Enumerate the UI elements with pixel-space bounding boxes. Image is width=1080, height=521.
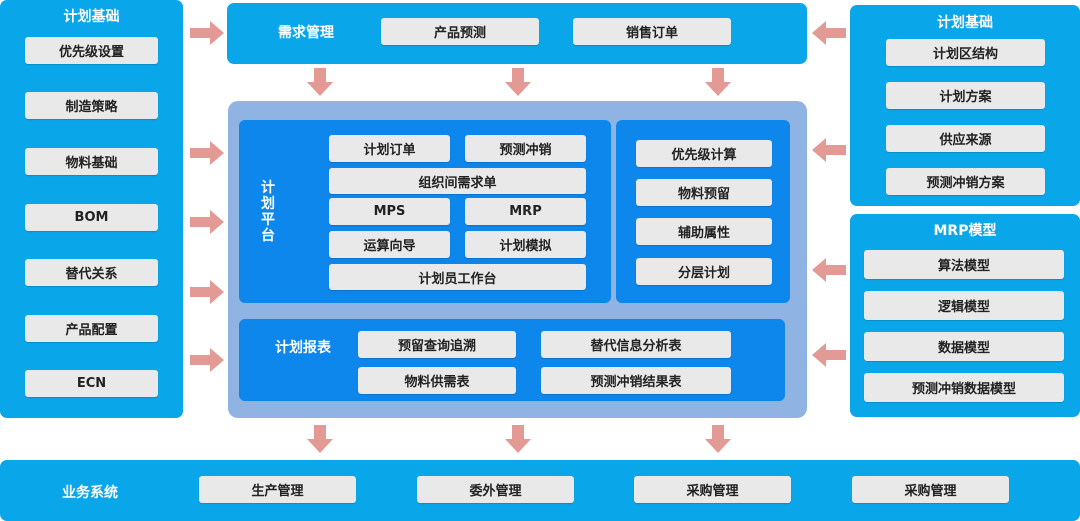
arrow-right-icon <box>190 141 224 165</box>
arrow-left-icon <box>812 21 846 45</box>
bom-box: BOM <box>25 204 158 231</box>
arrow-down-icon <box>505 425 531 453</box>
arrow-right-icon <box>190 210 224 234</box>
panel-title: MRP模型 <box>933 223 997 239</box>
planner-workbench-box: 计划员工作台 <box>329 264 586 290</box>
supply-source-box: 供应来源 <box>886 125 1045 152</box>
plan-order-box: 计划订单 <box>329 135 450 162</box>
arrow-down-icon <box>307 425 333 453</box>
demand-title: 需求管理 <box>278 25 334 41</box>
product-forecast-box: 产品预测 <box>381 18 539 45</box>
mrp-model-panel: MRP模型 算法模型 逻辑模型 数据模型 预测冲销数据模型 <box>850 214 1080 417</box>
forecast-offset-scheme-box: 预测冲销方案 <box>886 168 1045 195</box>
plan-area-structure-box: 计划区结构 <box>886 39 1045 66</box>
right-plan-basis-panel: 计划基础 计划区结构 计划方案 供应来源 预测冲销方案 <box>850 5 1080 206</box>
planning-platform-right: 优先级计算 物料预留 辅助属性 分层计划 <box>616 120 790 303</box>
arrow-right-icon <box>190 280 224 304</box>
purchase-mgmt-box-2: 采购管理 <box>852 476 1009 503</box>
panel-title: 计划基础 <box>63 9 120 25</box>
forecast-offset-result-box: 预测冲销结果表 <box>541 367 731 394</box>
substitution-box: 替代关系 <box>25 259 158 286</box>
forecast-offset-data-model-box: 预测冲销数据模型 <box>864 373 1064 402</box>
business-system-panel: 业务系统 生产管理 委外管理 采购管理 采购管理 <box>0 460 1080 521</box>
forecast-offset-box: 预测冲销 <box>465 135 586 162</box>
reserve-trace-box: 预留查询追溯 <box>358 331 516 358</box>
business-title: 业务系统 <box>62 485 118 501</box>
purchase-mgmt-box: 采购管理 <box>634 476 791 503</box>
sales-order-box: 销售订单 <box>573 18 731 45</box>
plan-scheme-box: 计划方案 <box>886 82 1045 109</box>
arrow-down-icon <box>705 425 731 453</box>
demand-management-panel: 需求管理 产品预测 销售订单 <box>227 3 807 64</box>
ecn-box: ECN <box>25 370 158 397</box>
inter-org-demand-box: 组织间需求单 <box>329 168 586 194</box>
reports-title: 计划报表 <box>275 340 331 356</box>
product-config-box: 产品配置 <box>25 315 158 342</box>
production-mgmt-box: 生产管理 <box>199 476 356 503</box>
material-basis-box: 物料基础 <box>25 148 158 175</box>
planning-platform-main: 计划平台 计划订单 预测冲销 组织间需求单 MPS MRP 运算向导 计划模拟 … <box>239 120 611 303</box>
material-supply-demand-box: 物料供需表 <box>358 367 516 394</box>
material-reserve-box: 物料预留 <box>636 179 772 206</box>
outsourcing-mgmt-box: 委外管理 <box>417 476 574 503</box>
left-plan-basis-panel: 计划基础 优先级设置 制造策略 物料基础 BOM 替代关系 产品配置 ECN <box>0 0 183 418</box>
aux-attribute-box: 辅助属性 <box>636 218 772 245</box>
arrow-right-icon <box>190 348 224 372</box>
arrow-left-icon <box>812 138 846 162</box>
platform-title: 计划平台 <box>261 180 275 244</box>
arrow-left-icon <box>812 258 846 282</box>
arrow-left-icon <box>812 343 846 367</box>
plan-reports-panel: 计划报表 预留查询追溯 替代信息分析表 物料供需表 预测冲销结果表 <box>239 319 785 401</box>
mrp-box: MRP <box>465 198 586 225</box>
mfg-strategy-box: 制造策略 <box>25 92 158 119</box>
algorithm-model-box: 算法模型 <box>864 250 1064 279</box>
arrow-down-icon <box>307 68 333 96</box>
priority-setting-box: 优先级设置 <box>25 37 158 64</box>
priority-calc-box: 优先级计算 <box>636 140 772 167</box>
substitution-analysis-box: 替代信息分析表 <box>541 331 731 358</box>
data-model-box: 数据模型 <box>864 332 1064 361</box>
run-wizard-box: 运算向导 <box>329 231 450 258</box>
arrow-down-icon <box>705 68 731 96</box>
arrow-down-icon <box>505 68 531 96</box>
plan-simulation-box: 计划模拟 <box>465 231 586 258</box>
arrow-right-icon <box>190 21 224 45</box>
panel-title: 计划基础 <box>937 15 993 31</box>
mps-box: MPS <box>329 198 450 225</box>
logic-model-box: 逻辑模型 <box>864 291 1064 320</box>
layered-plan-box: 分层计划 <box>636 258 772 285</box>
